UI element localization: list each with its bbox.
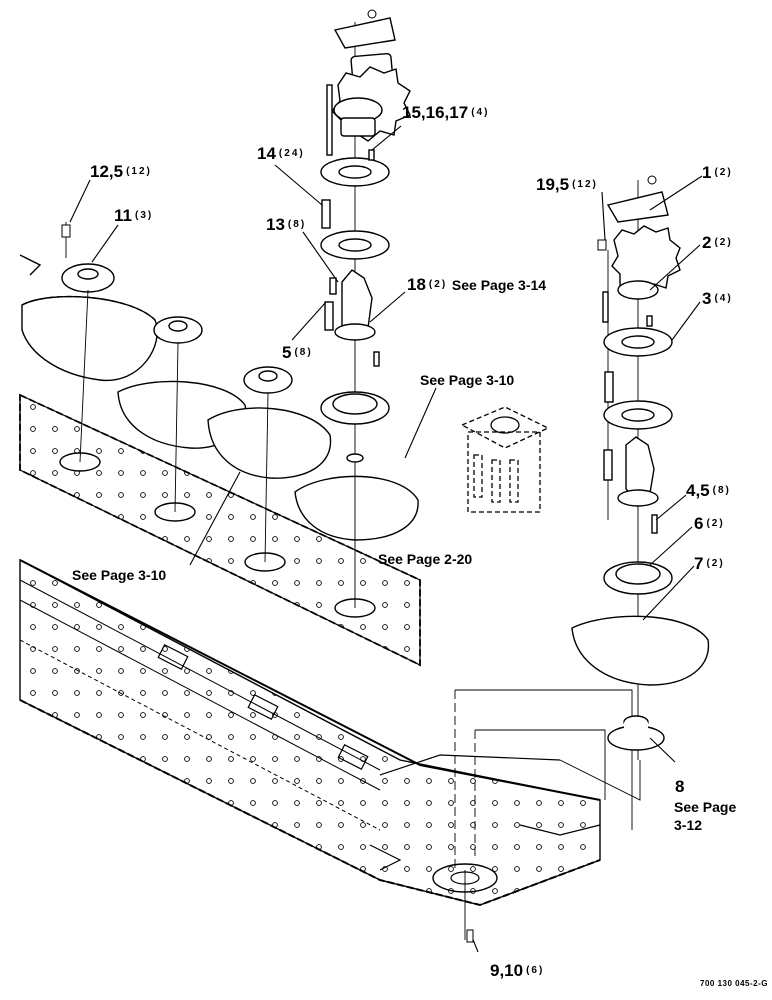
callout-number: 5 — [282, 343, 292, 362]
callout-quantity: (8) — [287, 219, 307, 230]
callout-number: 9,10 — [490, 961, 524, 980]
callout-number: 8 — [675, 777, 685, 796]
callout-quantity: (12) — [126, 166, 152, 177]
see-page-3-12-line1: See Page — [674, 799, 737, 815]
callout-1: 1(2) — [702, 164, 733, 181]
callout-quantity: (12) — [572, 179, 598, 190]
callout-quantity: (3) — [134, 210, 154, 221]
callout-number: 7 — [694, 554, 704, 573]
callout-6: 6(2) — [694, 515, 725, 532]
callout-quantity: (4) — [471, 107, 490, 118]
callout-number: 4,5 — [686, 481, 710, 500]
callout-18: 18(2) See Page 3-14 — [407, 276, 546, 293]
callout-number: 14 — [257, 144, 276, 163]
callout-11: 11(3) — [114, 207, 153, 224]
callout-13: 13(8) — [266, 216, 306, 233]
see-page-3-10-lower: See Page 3-10 — [72, 567, 167, 583]
callout-quantity: (8) — [294, 347, 313, 358]
callout-quantity: (6) — [526, 965, 545, 976]
figure-code: 700 130 045-2-G — [700, 979, 768, 988]
center-drive-stack — [320, 17, 411, 463]
see-page-3-12-line2: 3-12 — [674, 817, 703, 833]
callout-number: 3 — [702, 289, 712, 308]
callout-quantity: (2) — [706, 558, 725, 569]
callout-quantity: (2) — [714, 237, 733, 248]
see-page-3-10-upper: See Page 3-10 — [420, 372, 515, 388]
callout-7: 7(2) — [694, 555, 725, 572]
callout-number: 6 — [694, 514, 704, 533]
callout-8: 8 — [675, 778, 684, 795]
callout-2: 2(2) — [702, 234, 733, 251]
left-disc-assemblies — [19, 254, 419, 618]
callout-19-5: 19,5(12) — [536, 176, 598, 193]
cutterbar-frame — [19, 393, 601, 907]
leader-lines — [69, 125, 703, 953]
callout-number: 2 — [702, 233, 712, 252]
callout-number: 15,16,17 — [402, 103, 469, 122]
callout-number: 12,5 — [90, 162, 124, 181]
callout-quantity: (2) — [714, 167, 733, 178]
hardware-bits — [61, 9, 657, 943]
callout-15-16-17: 15,16,17(4) — [402, 104, 489, 121]
callout-number: 11 — [114, 206, 132, 225]
callout-quantity: (2) — [706, 518, 725, 529]
callout-quantity: (2) — [428, 279, 448, 290]
callout-3: 3(4) — [702, 290, 733, 307]
callout-number: 1 — [702, 163, 712, 182]
callout-9-10: 9,10(6) — [490, 962, 544, 979]
right-drive-stack — [571, 191, 710, 751]
see-page-2-20: See Page 2-20 — [378, 551, 473, 567]
callout-quantity: (8) — [712, 485, 731, 496]
callout-number: 19,5 — [536, 175, 570, 194]
callout-quantity: (24) — [278, 148, 305, 159]
callout-4-5: 4,5(8) — [686, 482, 731, 499]
callout-number: 18 — [407, 275, 426, 294]
callout-reference: See Page 3-14 — [451, 277, 547, 293]
callout-number: 13 — [266, 215, 285, 234]
callout-quantity: (4) — [714, 293, 733, 304]
callout-5: 5(8) — [282, 344, 313, 361]
callout-14: 14(24) — [257, 145, 305, 162]
gearbox-ghost — [460, 406, 550, 513]
callout-12-5: 12,5(12) — [90, 163, 152, 180]
